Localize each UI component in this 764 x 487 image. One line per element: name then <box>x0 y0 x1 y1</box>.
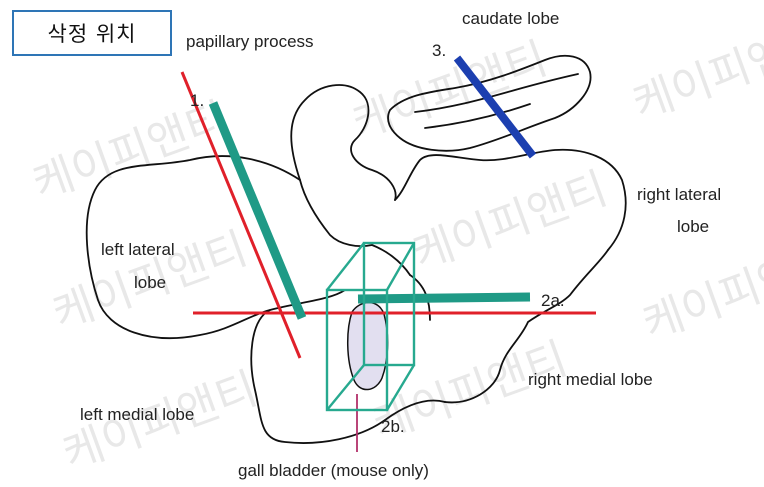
right-medial-lobe-label: right medial lobe <box>528 370 653 389</box>
marker-2a: 2a. <box>541 291 565 310</box>
section-box-edge <box>327 243 364 290</box>
right-lateral-lobe-label-line1: right lateral <box>637 185 721 204</box>
teal-cut-line-2a <box>358 297 530 299</box>
caudate-lobe-label: caudate lobe <box>462 9 559 28</box>
gall-bladder-label: gall bladder (mouse only) <box>238 461 429 480</box>
watermark-text: 케이피앤티 <box>26 93 234 210</box>
watermark-text: 케이피앤티 <box>346 33 554 150</box>
papillary-process-label: papillary process <box>186 32 314 51</box>
marker-3: 3. <box>432 41 446 60</box>
watermark-text: 케이피앤티 <box>636 233 764 350</box>
teal-cut-line-1 <box>213 103 302 318</box>
title-box: 삭정 위치 <box>12 10 172 56</box>
left-lateral-lobe-label-line2: lobe <box>134 273 166 292</box>
right-lateral-lobe-label-line2: lobe <box>677 217 709 236</box>
watermark-text: 케이피앤티 <box>626 13 764 130</box>
papillary-inner-outline <box>300 180 372 246</box>
left-lateral-lobe-label-line1: left lateral <box>101 240 175 259</box>
left-medial-lobe-label: left medial lobe <box>80 405 194 424</box>
marker-2b: 2b. <box>381 417 405 436</box>
watermark-text: 케이피앤티 <box>406 163 614 280</box>
marker-1: 1. <box>190 91 204 110</box>
section-box-edge <box>387 243 414 290</box>
red-cut-line-diagonal <box>182 72 300 358</box>
